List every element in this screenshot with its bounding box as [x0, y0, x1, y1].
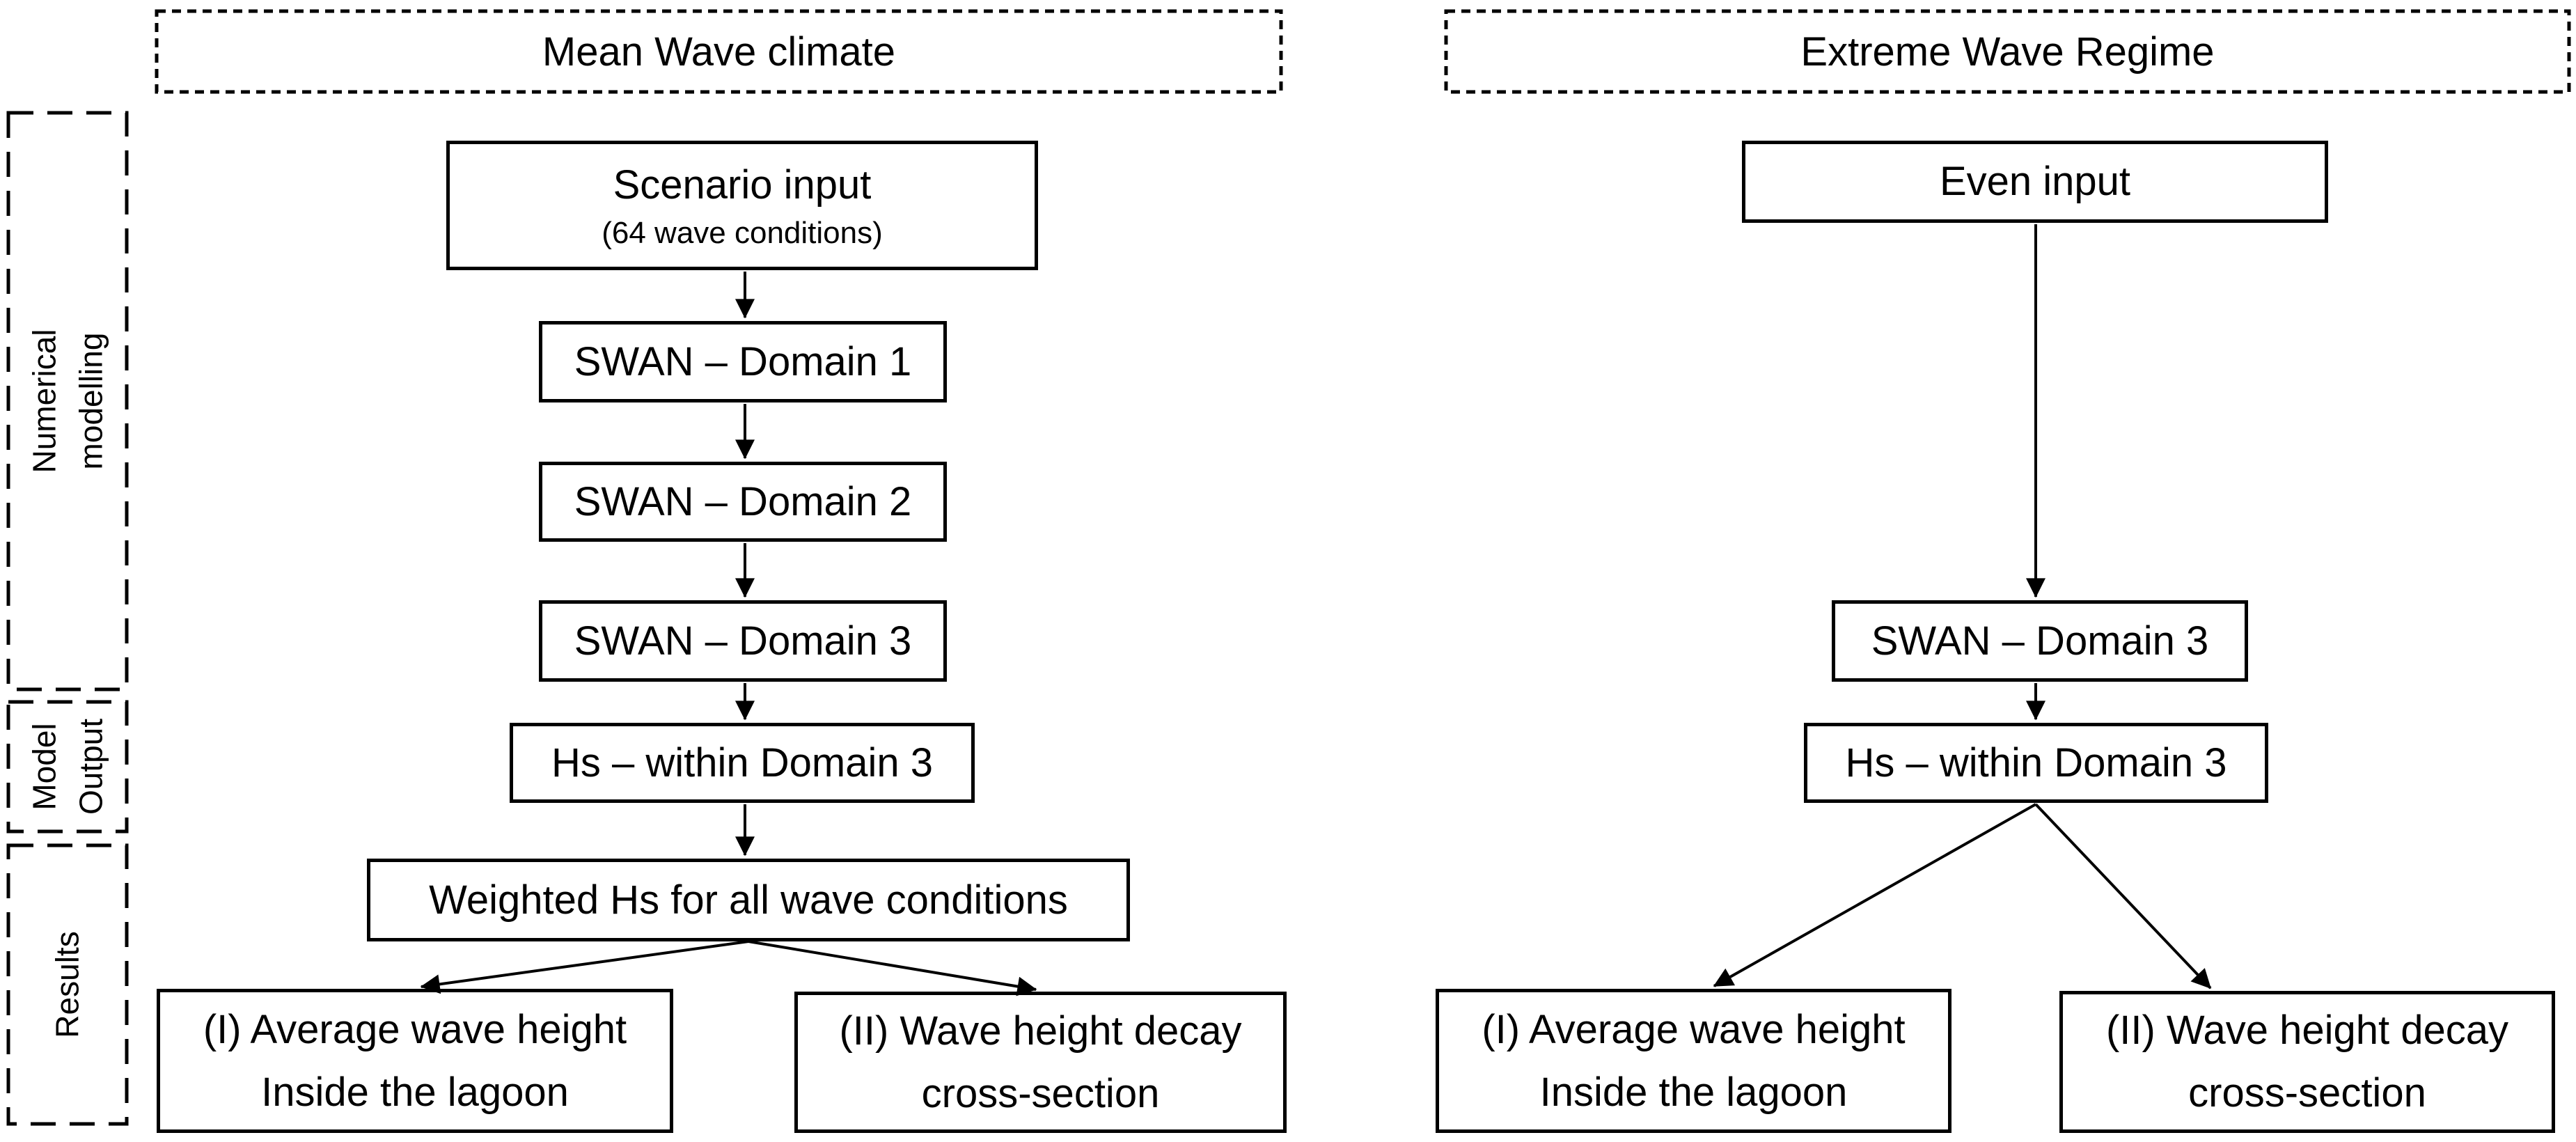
header-mean-wave-climate: Mean Wave climate [157, 11, 1281, 92]
box-scenario-input: Scenario input (64 wave conditions) [446, 141, 1038, 270]
stage-results-label: Results [49, 931, 86, 1038]
box-swan-domain-3-right: SWAN – Domain 3 [1832, 600, 2248, 682]
arrow-hs-to-result2-right [2034, 803, 2212, 990]
box-result-wave-height-decay-left: (II) Wave height decay cross-section [794, 992, 1287, 1133]
stage-model-output-label: Model Output [26, 718, 109, 815]
header-mean-wave-climate-label: Mean Wave climate [542, 29, 896, 75]
scenario-input-subtitle: (64 wave conditions) [602, 215, 883, 250]
arrow-hs-to-result1-right [1713, 803, 2036, 987]
arrow-weighted-to-result1 [420, 940, 749, 994]
box-swan-domain-3-left: SWAN – Domain 3 [539, 600, 947, 682]
stage-model-output: Model Output [8, 702, 127, 831]
box-weighted-hs: Weighted Hs for all wave conditions [367, 859, 1130, 941]
box-result-average-wave-height-left: (I) Average wave height Inside the lagoo… [157, 989, 673, 1133]
header-extreme-wave-regime-label: Extreme Wave Regime [1800, 29, 2215, 75]
stage-numerical-modelling-label: Numerical modelling [26, 329, 109, 474]
box-hs-within-domain-3-left: Hs – within Domain 3 [510, 723, 975, 803]
header-extreme-wave-regime: Extreme Wave Regime [1446, 11, 2569, 92]
box-swan-domain-2: SWAN – Domain 2 [539, 462, 947, 542]
box-result-wave-height-decay-right: (II) Wave height decay cross-section [2059, 991, 2555, 1133]
scenario-input-title: Scenario input [613, 162, 872, 208]
stage-results: Results [8, 845, 127, 1124]
box-even-input: Even input [1742, 141, 2328, 223]
box-result-average-wave-height-right: (I) Average wave height Inside the lagoo… [1436, 989, 1951, 1133]
box-hs-within-domain-3-right: Hs – within Domain 3 [1804, 723, 2268, 803]
box-swan-domain-1: SWAN – Domain 1 [539, 321, 947, 402]
arrow-weighted-to-result2 [748, 940, 1037, 996]
stage-numerical-modelling: Numerical modelling [8, 113, 127, 689]
